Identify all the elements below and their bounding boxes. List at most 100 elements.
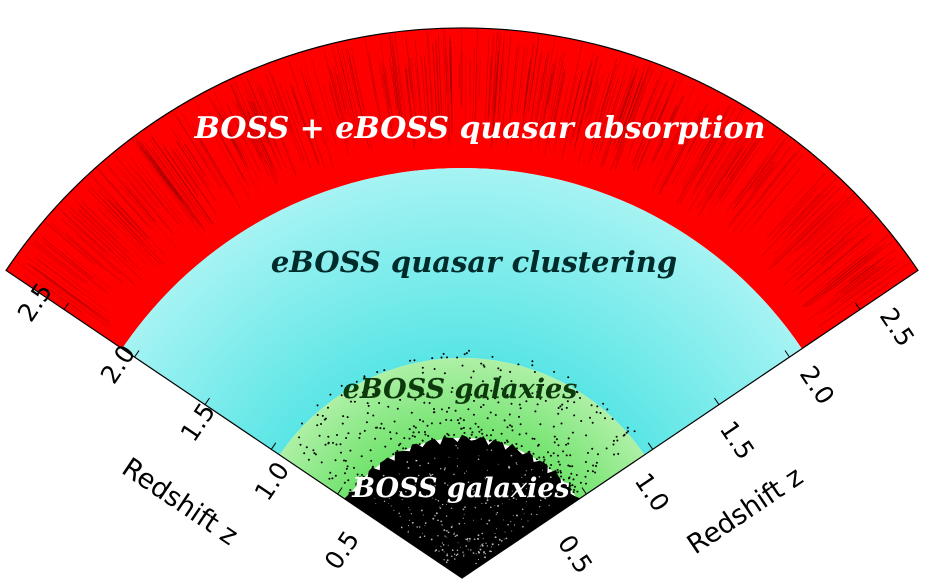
absorption-sightline — [192, 125, 235, 196]
eboss-galaxy-point — [595, 411, 598, 414]
absorption-sightline — [545, 75, 553, 113]
absorption-sightline — [548, 65, 555, 99]
eboss-galaxy-point — [519, 407, 522, 410]
wedge-outline — [5, 27, 919, 579]
eboss-galaxy-point — [450, 419, 453, 422]
boss-galaxy-speckle — [508, 465, 510, 468]
eboss-galaxy-point — [568, 477, 570, 480]
absorption-sightline — [793, 217, 862, 279]
eboss-galaxy-point — [509, 370, 512, 373]
boss-galaxy-speckle — [459, 488, 462, 491]
boss-galaxy-speckle — [494, 505, 496, 506]
absorption-sightline — [653, 95, 685, 163]
absorption-sightline — [729, 142, 756, 180]
eboss-galaxy-point — [443, 372, 446, 375]
boss-galaxy-speckle — [469, 540, 471, 542]
eboss-galaxy-point — [599, 412, 602, 414]
absorption-sightline — [135, 137, 206, 232]
absorption-sightline — [414, 39, 422, 115]
absorption-sightline — [327, 64, 349, 145]
boss-galaxy-speckle — [465, 470, 467, 472]
eboss-galaxy-point — [633, 430, 636, 433]
absorption-sightline — [601, 66, 636, 165]
boss-galaxies-region — [344, 434, 580, 578]
absorption-sightline — [732, 142, 783, 211]
absorption-sightline — [409, 57, 418, 133]
absorption-sightline — [252, 75, 279, 139]
absorption-sightline — [687, 111, 710, 153]
boss-galaxy-speckle — [463, 522, 465, 524]
absorption-sightline — [709, 124, 770, 213]
eboss-galaxy-point — [486, 417, 489, 420]
boss-galaxy-speckle — [434, 515, 436, 517]
absorption-sightline — [102, 199, 141, 240]
absorption-sightline — [822, 247, 883, 295]
eboss-galaxy-point — [559, 385, 562, 387]
axis-tick-mark — [784, 350, 790, 358]
boss-galaxy-speckle — [453, 533, 455, 535]
eboss-galaxy-point — [494, 397, 497, 400]
right-tick-1-0: 1.0 — [629, 468, 675, 517]
absorption-sightline — [619, 67, 639, 121]
absorption-sightline — [151, 148, 196, 210]
boss-galaxy-speckle — [482, 537, 484, 539]
absorption-sightline — [243, 108, 278, 182]
absorption-sightline — [696, 132, 745, 209]
boss-galaxy-speckle — [435, 498, 437, 501]
absorption-sightline — [699, 105, 731, 161]
eboss-galaxy-point — [358, 436, 361, 439]
absorption-sightline — [376, 51, 385, 98]
absorption-sightline — [221, 116, 243, 156]
absorption-sightline — [753, 161, 774, 188]
absorption-sightline — [268, 69, 293, 131]
eboss-galaxy-point — [550, 464, 553, 466]
boss-galaxy-speckle — [408, 519, 411, 521]
absorption-sightline — [126, 188, 155, 222]
eboss-galaxy-point — [534, 410, 537, 413]
eboss-galaxy-point — [447, 406, 450, 409]
boss-galaxy-speckle — [442, 544, 445, 546]
absorption-sightline — [783, 222, 853, 286]
absorption-sightline — [827, 264, 878, 303]
absorption-sightline — [447, 57, 451, 149]
absorption-sightline — [115, 155, 159, 209]
boss-galaxy-speckle — [419, 536, 422, 539]
eboss-galaxy-point — [525, 390, 528, 393]
absorption-sightline — [796, 238, 845, 281]
absorption-sightline — [612, 77, 635, 142]
boss-galaxy-speckle — [484, 556, 486, 559]
eboss-galaxy-point — [329, 393, 332, 396]
absorption-sightline — [772, 213, 822, 263]
eboss-galaxy-point — [565, 443, 568, 446]
boss-galaxy-speckle — [410, 513, 412, 515]
eboss-galaxy-point — [490, 389, 493, 392]
boss-galaxy-speckle — [455, 554, 458, 557]
eboss-galaxy-point — [525, 432, 528, 435]
boss-galaxy-speckle — [516, 514, 518, 517]
boss-galaxy-speckle — [468, 537, 471, 540]
absorption-sightline — [78, 208, 130, 258]
boss-galaxy-speckle — [485, 542, 487, 544]
boss-galaxy-speckle — [399, 515, 401, 517]
absorption-sightline — [488, 35, 495, 116]
eboss-galaxy-point — [376, 381, 379, 384]
eboss-galaxy-point — [375, 394, 378, 397]
boss-galaxy-speckle — [490, 449, 493, 451]
absorption-sightline — [51, 223, 103, 268]
absorption-sightline — [80, 201, 119, 239]
absorption-sightline — [249, 89, 273, 143]
eboss-galaxy-point — [517, 363, 520, 366]
absorption-sightline — [787, 193, 825, 233]
eboss-galaxy-point — [439, 422, 442, 425]
boss-galaxy-speckle — [398, 494, 400, 496]
boss-galaxy-speckle — [473, 538, 476, 540]
eboss-galaxy-point — [462, 419, 465, 422]
eboss-galaxy-point — [543, 458, 546, 461]
boss-galaxy-speckle — [439, 506, 441, 508]
boss-galaxy-speckle — [497, 463, 499, 465]
boss-galaxy-speckle — [463, 472, 466, 474]
eboss-galaxy-point — [612, 443, 615, 446]
boss-galaxy-speckle — [368, 483, 371, 485]
boss-galaxy-speckle — [502, 503, 503, 505]
eboss-galaxy-point — [347, 432, 350, 435]
